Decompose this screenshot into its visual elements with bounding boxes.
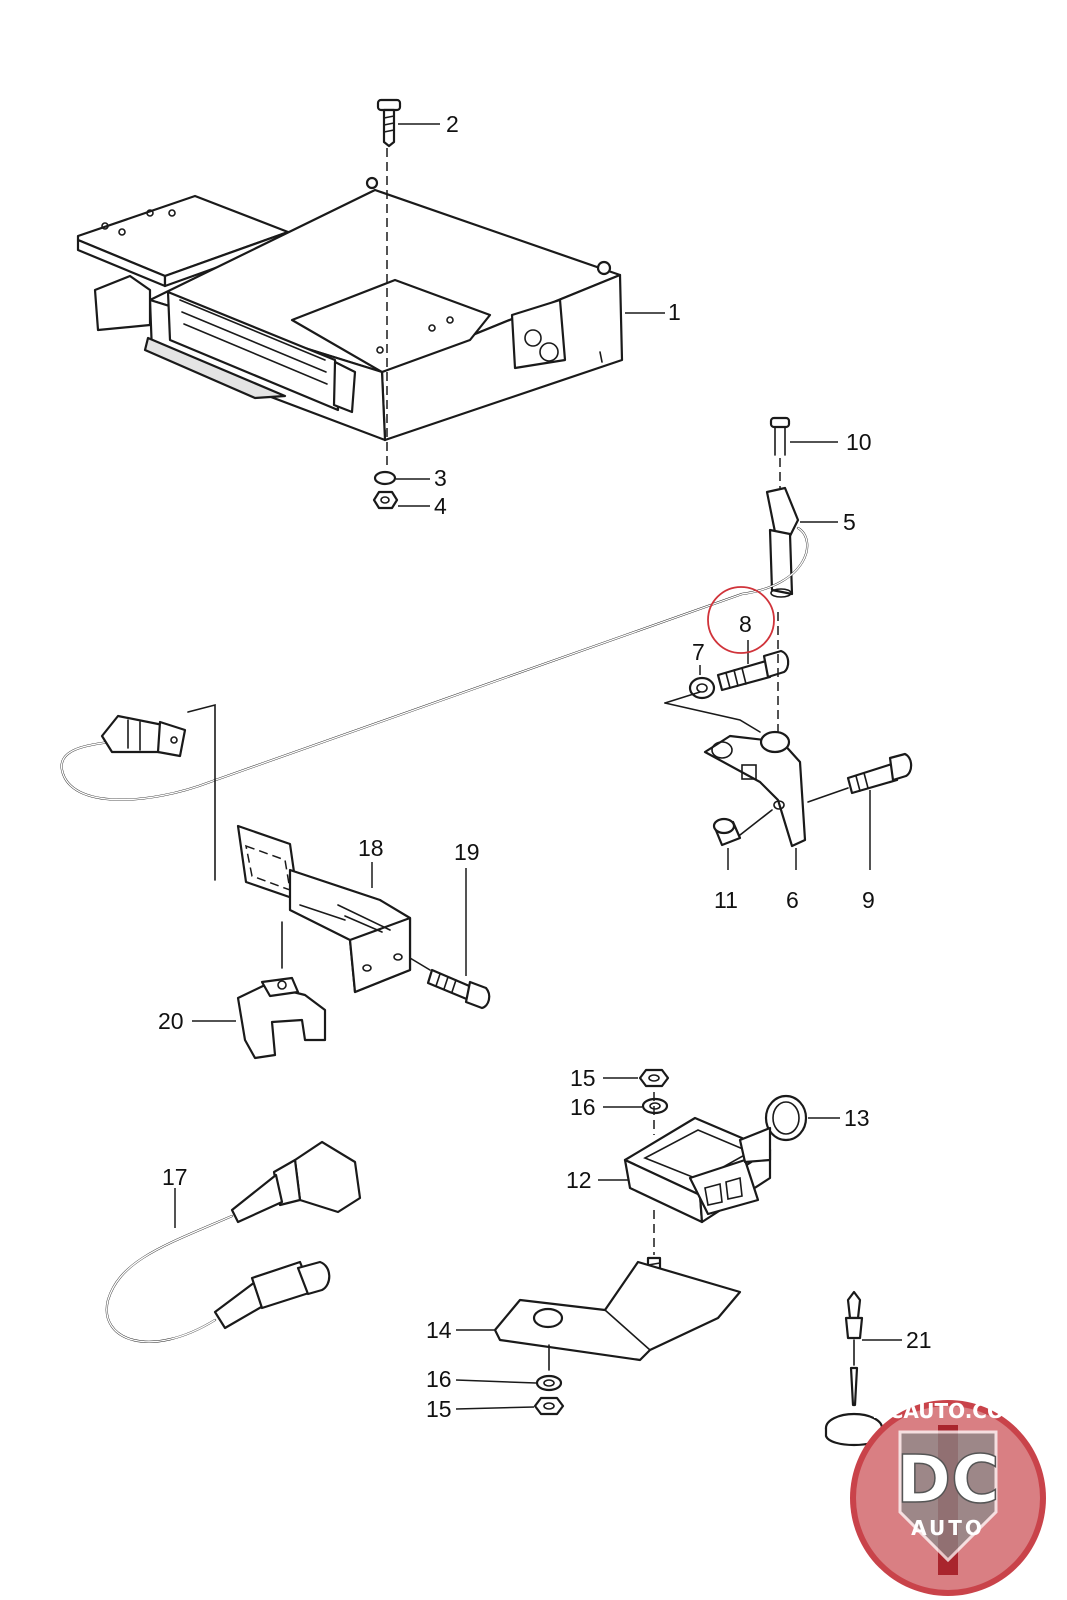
plug-bracket-part [236,824,412,994]
logo-initials: DC [896,1441,999,1518]
callout-12: 12 [566,1167,592,1193]
dcauto-logo: DCAUTO.COM DC AUTO [850,1399,1046,1596]
switch-bracket-part [493,1260,742,1362]
sensor-screw-part [769,416,791,456]
callout-19: 19 [454,839,480,865]
washer-16-bottom-part [535,1374,563,1392]
callout-16a: 16 [570,1094,596,1120]
callout-8: 8 [739,611,752,637]
plug-holder-part [236,976,327,1060]
callout-10: 10 [846,429,872,455]
callout-labels: 1 2 3 4 5 6 7 8 9 10 11 12 13 14 15 15 1… [158,111,932,1422]
throttle-switch-part [623,1116,772,1224]
callout-7: 7 [692,639,705,665]
callout-4: 4 [434,493,447,519]
bolt-19-part [426,968,491,1010]
control-unit-part [76,176,624,442]
callout-21: 21 [906,1327,932,1353]
washer-part [373,470,397,486]
highlight-circle [707,586,775,654]
washer-16-top-part [641,1097,669,1115]
washer-7-part [688,676,716,700]
bolt-8-part [716,649,790,692]
callout-9: 9 [862,887,875,913]
pressure-sensor-part [105,1140,362,1343]
speed-sensor-part [765,486,800,598]
logo-top-text: DCAUTO.COM [872,1399,1024,1423]
callout-20: 20 [158,1008,184,1034]
leader-lines [174,123,902,1410]
seal-ring-part [764,1094,808,1142]
callout-17: 17 [162,1164,188,1190]
nut-15-bottom-part [533,1396,565,1416]
bushing-11-part [712,817,742,847]
callout-11: 11 [714,887,738,913]
nut-part [372,490,399,510]
logo-bottom-text: AUTO [911,1516,985,1540]
cable-plug-part [100,714,187,758]
nut-15-top-part [638,1068,670,1088]
sensor-cable [60,526,809,801]
callout-1: 1 [668,299,681,325]
callout-13: 13 [844,1105,870,1131]
callout-3: 3 [434,465,447,491]
callout-5: 5 [843,509,856,535]
callout-18: 18 [358,835,384,861]
callout-16b: 16 [426,1366,452,1392]
callout-14: 14 [426,1317,452,1343]
callout-15a: 15 [570,1065,596,1091]
bolt-9-part [846,752,913,795]
callout-2: 2 [446,111,459,137]
sensor-bracket-part [703,730,807,848]
screw-part [376,98,402,148]
callout-15b: 15 [426,1396,452,1422]
callout-6: 6 [786,887,799,913]
